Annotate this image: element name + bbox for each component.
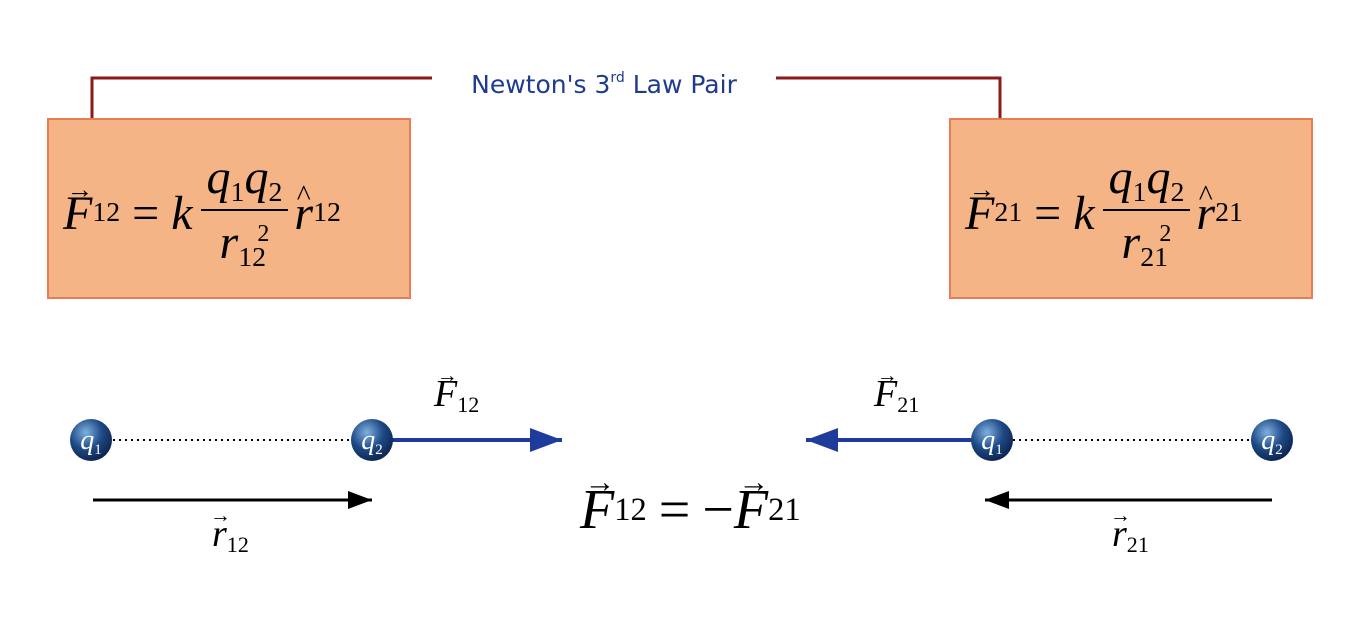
charge-fraction: q1q2 r122 [200,154,289,273]
newton-third-law-equation: F12 = −F21 [580,478,801,542]
charge-q2-right: q2 [1251,419,1293,461]
coulomb-equation-f21: F21 = k q1q2 r212 r21 [965,154,1243,271]
svg-text:q1: q1 [80,425,102,458]
fraction-denominator: r122 [219,216,270,273]
charge-q1-right: q1 [971,419,1013,461]
charge-q1-left: q1 [70,419,112,461]
svg-text:q1: q1 [981,425,1003,458]
force-label-f21: F21 [874,372,919,418]
equals-sign: = [132,186,160,240]
fraction-numerator: q1q2 [1102,154,1191,211]
fraction-denominator: r212 [1121,216,1172,273]
force-symbol: F [63,186,92,241]
charge-q2-left: q2 [351,419,393,461]
fraction-numerator: q1q2 [200,154,289,211]
position-label-r21: r21 [1112,512,1149,558]
unit-vector-symbol: r [1196,186,1215,241]
position-label-r12: r12 [212,512,249,558]
coulomb-equation-f12: F12 = k q1q2 r122 r12 [63,154,341,271]
equals-sign: = [1034,186,1062,240]
svg-text:q2: q2 [1261,425,1283,458]
diagram-title: Newton's 3rd Law Pair [432,58,776,99]
equation-box-f12: F12 = k q1q2 r122 r12 [47,118,411,299]
coulomb-constant: k [1073,186,1095,240]
unit-vector-symbol: r [294,186,313,241]
coulomb-constant: k [171,186,193,240]
equation-box-f21: F21 = k q1q2 r212 r21 [949,118,1313,299]
svg-text:q2: q2 [361,425,383,458]
charge-fraction: q1q2 r212 [1102,154,1191,273]
force-label-f12: F12 [434,372,479,418]
force-symbol: F [965,186,994,241]
